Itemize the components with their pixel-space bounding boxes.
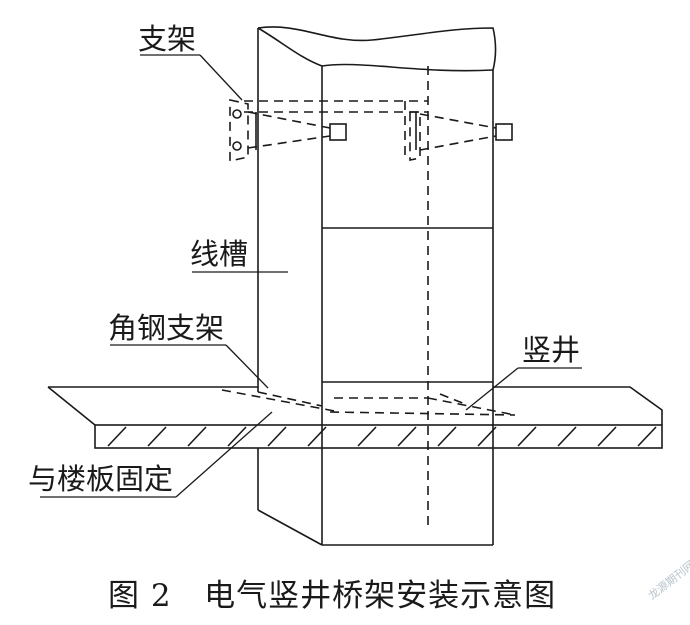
cable-trough — [257, 26, 497, 546]
label-shaft: 竖井 — [522, 333, 580, 367]
label-floor-fix: 与楼板固定 — [28, 462, 173, 496]
label-trough: 线槽 — [190, 237, 248, 271]
angle-steel-bracket — [221, 389, 516, 416]
slab-hatching — [107, 426, 657, 447]
upper-bracket — [229, 99, 513, 162]
floor-slab — [47, 386, 663, 449]
label-angle-steel-bracket: 角钢支架 — [108, 311, 224, 345]
label-bracket: 支架 — [138, 22, 196, 56]
leader-lines — [40, 54, 582, 498]
watermark-logo: 龙源期刊网 — [645, 557, 690, 602]
figure-caption: 图 2 电气竖井桥架安装示意图 — [108, 578, 556, 614]
